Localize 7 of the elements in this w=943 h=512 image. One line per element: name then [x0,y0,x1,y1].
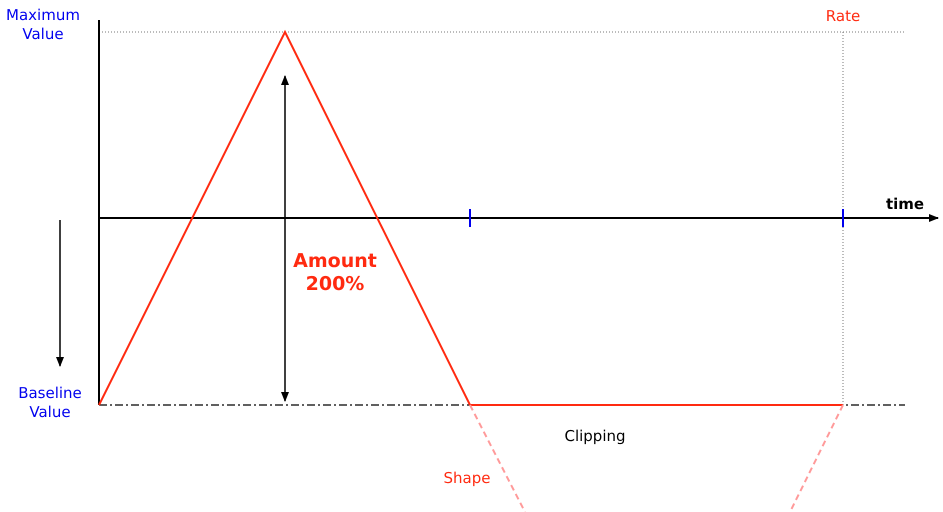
clipping-label: Clipping [563,427,627,446]
axis-label: Maximum Value [5,6,81,44]
axis-label: time [884,195,926,214]
shape-label: Shape [442,469,492,488]
rate-label: Rate [824,7,862,26]
amount-label: Amount 200% [292,250,378,296]
axis-label: Baseline Value [17,384,83,422]
